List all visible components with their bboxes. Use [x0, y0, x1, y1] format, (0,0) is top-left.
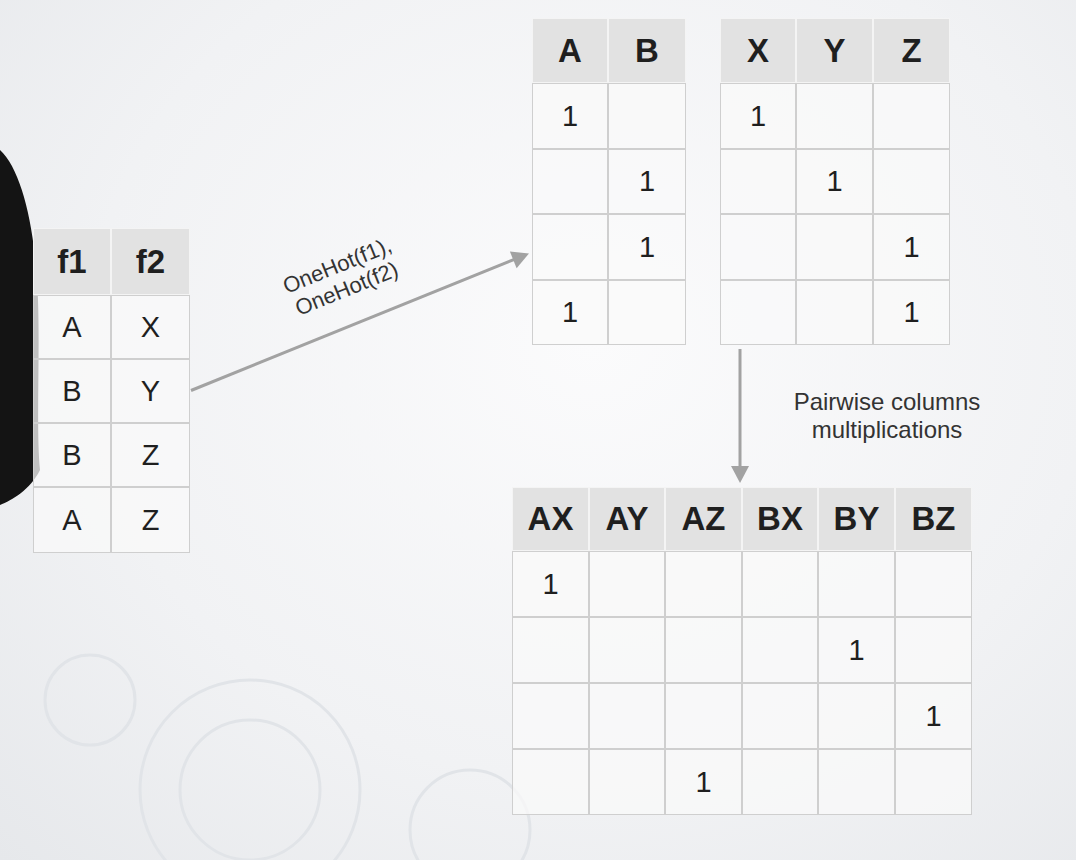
column-header: Z	[873, 18, 950, 83]
table-cell	[665, 551, 742, 617]
cell-value: 1	[796, 149, 873, 214]
table-cell	[742, 749, 818, 815]
table-cell	[818, 749, 895, 815]
arrowhead	[731, 466, 749, 483]
table-cell	[589, 683, 665, 749]
table-cell	[512, 683, 589, 749]
table-cell	[720, 214, 796, 280]
table-cell	[589, 749, 665, 815]
table-cell	[742, 683, 818, 749]
cell-value: 1	[873, 280, 950, 345]
cell-value: Z	[111, 423, 190, 487]
cell-value: 1	[895, 683, 972, 749]
table-cell	[589, 617, 665, 683]
table-cell	[532, 214, 608, 280]
table-cell	[608, 280, 686, 345]
cell-value: A	[33, 295, 111, 359]
connector-label: OneHot(f1), OneHot(f2)	[272, 230, 411, 326]
table-box: AB1111	[532, 18, 686, 345]
column-header: BX	[742, 487, 818, 551]
cell-value: A	[33, 487, 111, 553]
table-cell	[512, 749, 589, 815]
table-cell	[742, 551, 818, 617]
cell-value: 1	[720, 83, 796, 149]
table-cell	[665, 617, 742, 683]
cell-value: 1	[532, 83, 608, 149]
table-cell	[895, 551, 972, 617]
column-header: AZ	[665, 487, 742, 551]
cell-value: 1	[608, 214, 686, 280]
table-cell	[796, 280, 873, 345]
table-cell	[720, 280, 796, 345]
table-cell	[818, 551, 895, 617]
table-cell	[895, 617, 972, 683]
column-header: f1	[33, 228, 111, 295]
column-header: AY	[589, 487, 665, 551]
table-cell	[608, 83, 686, 149]
table-cell	[665, 683, 742, 749]
table-cell	[818, 683, 895, 749]
cell-value: 1	[665, 749, 742, 815]
column-header: X	[720, 18, 796, 83]
column-header: BY	[818, 487, 895, 551]
cell-value: 1	[873, 214, 950, 280]
table-cell	[512, 617, 589, 683]
table-cell	[895, 749, 972, 815]
connector-line	[739, 349, 742, 468]
table-cell	[742, 617, 818, 683]
table-cell	[873, 83, 950, 149]
cell-value: B	[33, 423, 111, 487]
table-cell	[796, 83, 873, 149]
table-box: f1f2AXBYBZAZ	[33, 228, 190, 553]
column-header: A	[532, 18, 608, 83]
column-header: BZ	[895, 487, 972, 551]
column-header: Y	[796, 18, 873, 83]
cell-value: 1	[608, 149, 686, 214]
column-header: f2	[111, 228, 190, 295]
column-header: B	[608, 18, 686, 83]
table-cell	[720, 149, 796, 214]
table-cell	[873, 149, 950, 214]
cell-value: B	[33, 359, 111, 423]
cell-value: Z	[111, 487, 190, 553]
table-cell	[589, 551, 665, 617]
cell-value: 1	[532, 280, 608, 345]
gear-decoration	[45, 655, 530, 860]
table-box: XYZ1111	[720, 18, 950, 345]
connector-label: Pairwise columns multiplications	[752, 388, 1022, 443]
cell-value: X	[111, 295, 190, 359]
cell-value: 1	[512, 551, 589, 617]
cell-value: 1	[818, 617, 895, 683]
cell-value: Y	[111, 359, 190, 423]
connector-arrow	[731, 349, 749, 483]
table-cell	[532, 149, 608, 214]
table-cell	[796, 214, 873, 280]
table-box: AXAYAZBXBYBZ1111	[512, 487, 972, 815]
arrowhead	[510, 251, 529, 268]
column-header: AX	[512, 487, 589, 551]
